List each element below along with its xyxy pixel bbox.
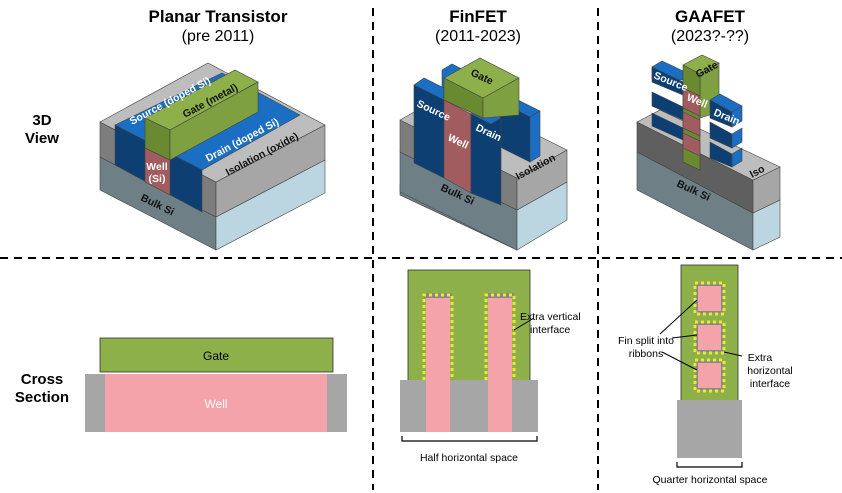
gaafet-annotation-line1: Extra xyxy=(748,352,773,364)
gaafet-cross-section xyxy=(659,264,743,468)
row-label-cross-line2: Section xyxy=(15,389,69,406)
finfet-width-label: Half horizontal space xyxy=(420,452,518,464)
gaafet-split-line1: Fin split into xyxy=(618,335,674,347)
row-label-cross-line1: Cross xyxy=(21,371,64,388)
gaafet-title: GAAFET xyxy=(675,7,746,26)
planar-well-label-2: (Si) xyxy=(149,173,166,185)
finfet-cross-section xyxy=(400,269,538,442)
planar-cross-gate-label: Gate xyxy=(203,349,229,363)
planar-3d-view xyxy=(99,62,326,251)
row-label-3d-line2: View xyxy=(25,130,59,147)
gaafet-split-line2: ribbons xyxy=(629,348,663,360)
gaafet-annotation-line3: interface xyxy=(750,378,790,390)
planar-title: Planar Transistor xyxy=(149,7,288,26)
finfet-annotation-line1: Extra vertical xyxy=(520,311,581,323)
dividers xyxy=(0,8,842,490)
finfet-subtitle: (2011-2023) xyxy=(435,28,521,45)
finfet-annotation-line2: interface xyxy=(530,324,570,336)
finfet-title: FinFET xyxy=(449,7,507,26)
row-label-3d-line1: 3D xyxy=(32,112,51,129)
finfet-3d-view xyxy=(399,57,568,251)
gaafet-annotation-line2: horizontal xyxy=(747,365,793,377)
gaafet-width-label: Quarter horizontal space xyxy=(653,474,768,486)
planar-cross-well-label: Well xyxy=(204,397,227,411)
gaafet-subtitle: (2023?-??) xyxy=(671,28,749,45)
planar-cross-section xyxy=(85,337,347,432)
planar-well-label-1: Well xyxy=(146,161,167,173)
gaafet-3d-view xyxy=(636,54,781,251)
planar-subtitle: (pre 2011) xyxy=(182,28,255,45)
